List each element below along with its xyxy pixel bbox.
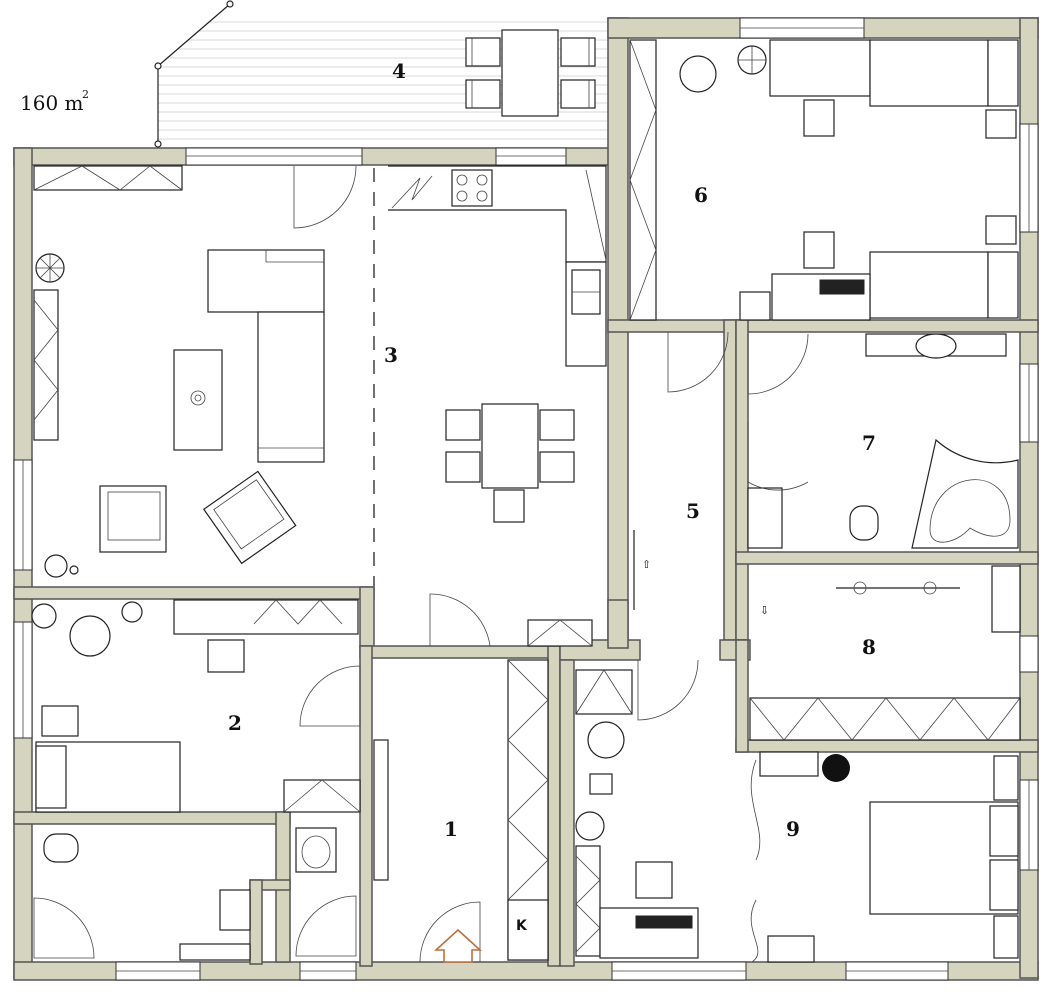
- room-5-label: 5: [686, 499, 700, 523]
- terrace-table-set: [465, 29, 596, 117]
- entrance-arrow-icon: [433, 928, 483, 963]
- bedroom-2-furniture: [31, 599, 361, 813]
- room-7-label: 7: [862, 431, 876, 455]
- room-8-furniture: ⇩: [749, 565, 1021, 741]
- svg-text:⇩: ⇩: [760, 604, 769, 617]
- room-1-label: 1: [444, 817, 458, 841]
- total-area-text: 160 m: [20, 91, 84, 115]
- room-9-label: 9: [786, 817, 800, 841]
- bathroom-small-furniture: [33, 827, 357, 961]
- windows: [13, 17, 1039, 981]
- area-label: 160 m 2: [20, 88, 89, 115]
- hall-5: ⇧: [633, 331, 729, 610]
- closet-label: K: [516, 918, 528, 934]
- room-2-label: 2: [228, 711, 242, 735]
- room-8-label: 8: [862, 635, 876, 659]
- room-3-label: 3: [384, 343, 398, 367]
- bedroom-6-furniture: [629, 39, 1019, 321]
- living-room-furniture: [33, 165, 607, 647]
- room-6-label: 6: [694, 183, 708, 207]
- bathroom-7-furniture: [747, 333, 1019, 549]
- walls: [13, 17, 1039, 981]
- svg-text:⇧: ⇧: [642, 558, 651, 571]
- room-4-label: 4: [392, 59, 406, 83]
- area-superscript: 2: [82, 88, 89, 101]
- entrance-1-furniture: [373, 659, 549, 963]
- bedroom-9-furniture: [575, 659, 1019, 963]
